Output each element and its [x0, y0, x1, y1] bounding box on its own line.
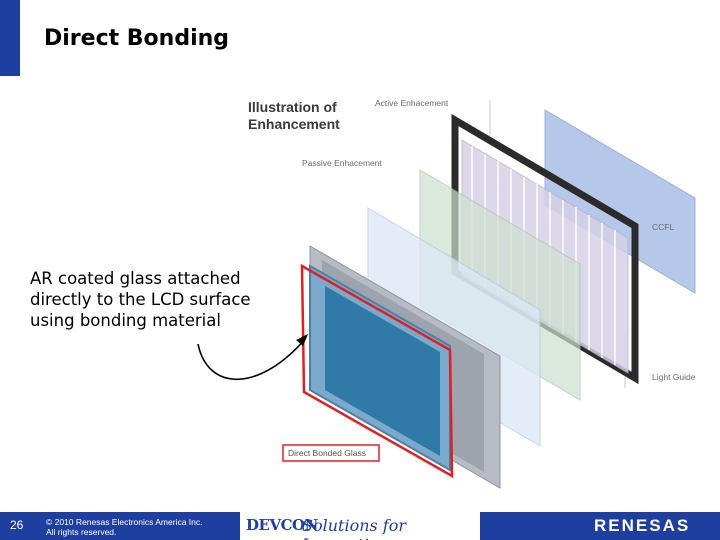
- illustration-heading-line2: Enhancement: [248, 116, 340, 132]
- devcon-logo: DEVCON: [246, 516, 318, 534]
- footer-left-panel: 26 © 2010 Renesas Electronics America In…: [0, 512, 240, 540]
- label-ccfl: CCFL: [652, 222, 674, 232]
- bonded-glass-label-box: [282, 444, 380, 462]
- lcd-active-area: [325, 286, 440, 456]
- label-active-enhancement: Active Enhacement: [375, 98, 449, 108]
- footer-right-panel: RENESAS: [480, 512, 720, 540]
- label-light-guide: Light Guide: [652, 372, 696, 382]
- tagline: Solutions for Innovation: [302, 516, 406, 540]
- footer-bar: 26 © 2010 Renesas Electronics America In…: [0, 512, 720, 540]
- footer-middle-panel: DEVCON Solutions for Innovation: [240, 512, 480, 540]
- caption-text: AR coated glass attached directly to the…: [30, 269, 251, 330]
- copyright-text: © 2010 Renesas Electronics America Inc. …: [46, 517, 203, 537]
- copyright-line2: All rights reserved.: [46, 527, 117, 537]
- title-accent-bar: [0, 0, 20, 76]
- slide-title: Direct Bonding: [44, 26, 230, 51]
- illustration-heading-line1: Illustration of: [248, 99, 337, 115]
- label-passive-enhancement: Passive Enhacement: [302, 158, 382, 168]
- page-number: 26: [10, 518, 24, 532]
- exploded-lcd-diagram: Illustration of Enhancement Active Enhac…: [248, 98, 696, 489]
- enhancement-illustration: Illustration of Enhancement Active Enhac…: [240, 88, 720, 508]
- pointer-arrow: [197, 334, 308, 381]
- copyright-line1: © 2010 Renesas Electronics America Inc.: [46, 517, 203, 527]
- bonded-glass-highlight: [300, 263, 454, 479]
- label-direct-bonded-glass: Direct Bonded Glass: [288, 448, 366, 458]
- renesas-logo: RENESAS: [594, 516, 691, 535]
